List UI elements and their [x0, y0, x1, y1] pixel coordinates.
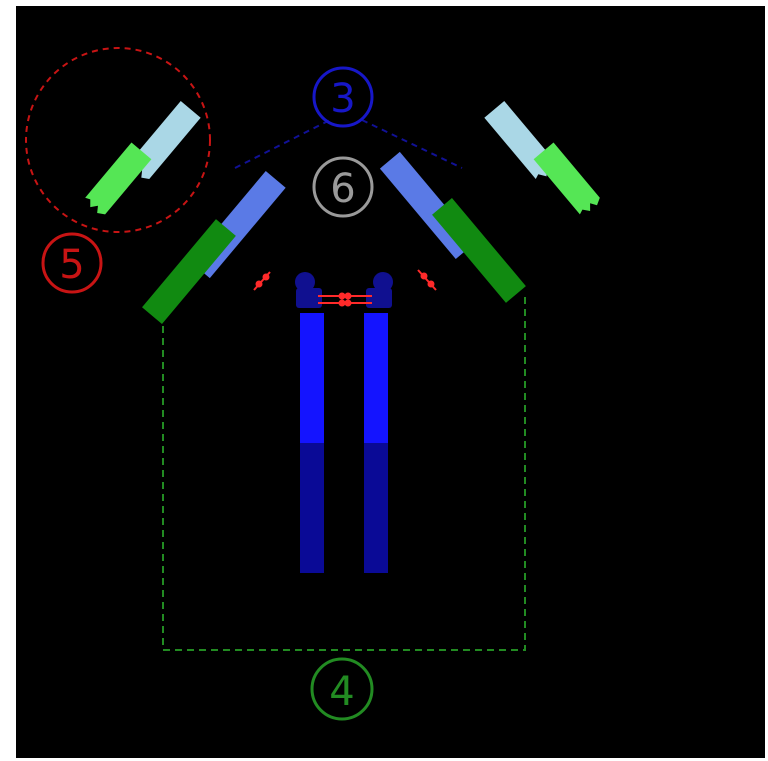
hinge-left: [295, 272, 322, 308]
label-6: 6: [314, 158, 372, 216]
light-chain-left-constant: [142, 219, 236, 324]
disulfide-bond-heavy-heavy: [318, 294, 372, 306]
fc-region-dashed-box: [163, 290, 525, 650]
label-3-text: 3: [330, 76, 355, 122]
light-chain-left-variable: [83, 143, 152, 218]
hinge-connector-left: [235, 120, 330, 168]
label-6-text: 6: [330, 166, 355, 212]
antigen-binding-site-circle: [26, 48, 210, 232]
disulfide-bond-right-heavy-light: [418, 270, 436, 290]
hinge-connector-right: [362, 120, 462, 168]
light-chain-right-constant: [432, 198, 526, 303]
heavy-chain-left-upper-constant: [300, 313, 324, 443]
label-4-text: 4: [329, 669, 354, 715]
light-chain-right-variable: [534, 143, 603, 218]
label-5-text: 5: [59, 242, 84, 288]
label-4: 4: [312, 659, 372, 719]
label-5: 5: [43, 234, 101, 292]
heavy-chain-right-lower-constant: [364, 443, 388, 573]
heavy-chain-left-lower-constant: [300, 443, 324, 573]
label-3: 3: [314, 68, 372, 126]
disulfide-bond-left-heavy-light: [254, 272, 270, 290]
heavy-chain-right-upper-constant: [364, 313, 388, 443]
